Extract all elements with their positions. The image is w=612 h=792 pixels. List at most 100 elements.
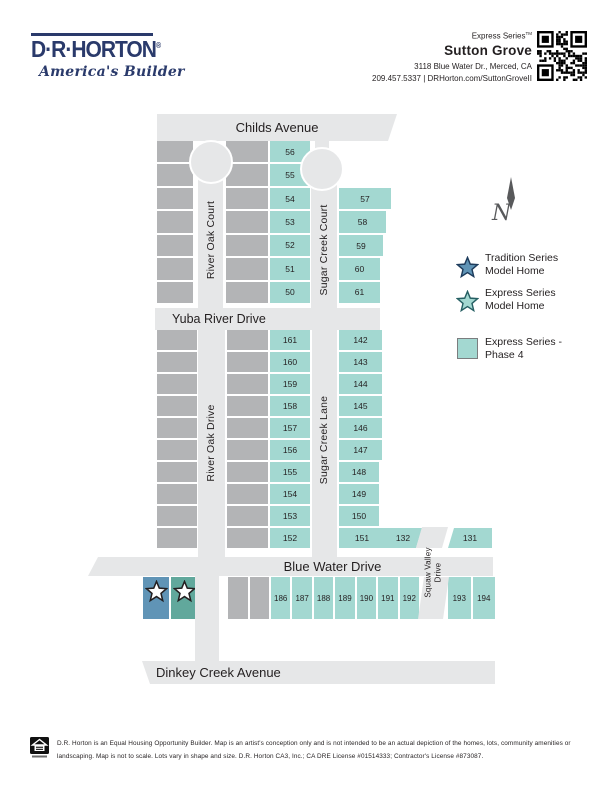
lot-unreleased (157, 164, 193, 186)
lot-unreleased (226, 141, 268, 163)
lot-unreleased (227, 484, 268, 504)
series-label: Express SeriesTM (372, 31, 532, 42)
lot-column-top-mid-gray (226, 141, 268, 303)
drhorton-logo: D·R·HORTON® America's Builder (31, 33, 185, 80)
express-model-star-icon (173, 580, 196, 603)
street-sugar-creek-court (311, 168, 337, 308)
lot-61: 61 (339, 281, 380, 304)
lot-191: 191 (378, 577, 398, 619)
street-band-yuba-river-drive: Yuba River Drive (155, 308, 380, 330)
logo-title-text: D·R·HORTON (31, 37, 157, 63)
lot-unreleased (227, 528, 268, 548)
lot-158: 158 (270, 396, 310, 416)
equal-housing-icon (30, 737, 49, 764)
lot-160: 160 (270, 352, 310, 372)
lot-unreleased (226, 187, 268, 210)
registered-mark: ® (155, 42, 162, 51)
street-label-sugar-creek-court: Sugar Creek Court (318, 204, 330, 296)
website-url: DRHorton.com/SuttonGroveII (427, 73, 532, 83)
lot-146: 146 (339, 418, 382, 438)
street-label-river-oak-court: River Oak Court (205, 200, 217, 280)
lot-132: 132 (384, 528, 422, 548)
legend-express-line2: Model Home (485, 300, 545, 312)
lot-row-bottom-gray (228, 577, 269, 619)
lot-159: 159 (270, 374, 310, 394)
lot-unreleased (157, 506, 197, 526)
lot-131: 131 (448, 528, 492, 548)
lot-156: 156 (270, 440, 310, 460)
lot-unreleased (226, 164, 268, 186)
lot-151: 151 (339, 528, 385, 548)
street-label-dinkey-creek-avenue: Dinkey Creek Avenue (156, 665, 281, 680)
series-text: Express Series (471, 31, 526, 41)
lot-187: 187 (292, 577, 312, 619)
street-label-river-oak-drive: River Oak Drive (205, 404, 217, 482)
street-label-blue-water-drive: Blue Water Drive (283, 559, 382, 574)
logo-tagline: America's Builder (39, 64, 185, 80)
qr-code-icon (537, 31, 587, 81)
culdesac-river-oak-court (189, 140, 233, 184)
lot-60: 60 (339, 258, 380, 280)
lot-145: 145 (339, 396, 382, 416)
lot-unreleased (157, 396, 197, 416)
legend-express-line1: Express Series (485, 287, 556, 299)
street-label-yuba-river-drive: Yuba River Drive (172, 312, 266, 326)
lot-unreleased (227, 418, 268, 438)
lot-unreleased (227, 506, 268, 526)
trademark-mark: TM (525, 31, 533, 36)
lot-52: 52 (270, 234, 310, 257)
lot-144: 144 (339, 374, 382, 394)
lot-unreleased (157, 528, 197, 548)
footer-disclaimer: D.R. Horton is an Equal Housing Opportun… (57, 738, 591, 763)
lot-155: 155 (270, 462, 310, 482)
lot-142: 142 (339, 330, 382, 350)
lot-unreleased (157, 281, 193, 303)
street-band-childs-avenue: Childs Avenue (157, 114, 397, 141)
lot-unreleased (157, 141, 193, 163)
footer-disclaimer-line1: D.R. Horton is an Equal Housing Opportun… (57, 740, 571, 747)
legend-express-label: Express Series Model Home (485, 287, 556, 313)
lot-column-mid-west-gray (157, 330, 197, 548)
lot-unreleased (249, 577, 269, 619)
street-label-sugar-creek-lane: Sugar Creek Lane (318, 395, 330, 485)
lot-unreleased (228, 577, 248, 619)
squaw-valley-line1: Squaw Valley (423, 547, 433, 598)
lot-150: 150 (339, 506, 379, 526)
lot-153: 153 (270, 506, 310, 526)
street-river-oak-court (198, 160, 223, 308)
lot-unreleased (226, 234, 268, 257)
street-river-oak-drive (198, 330, 225, 557)
lot-194: 194 (472, 577, 495, 619)
legend-tradition-label: Tradition Series Model Home (485, 252, 558, 278)
lot-188: 188 (313, 577, 334, 619)
street-sugar-creek-lane (312, 330, 337, 557)
lot-unreleased (157, 352, 197, 372)
lot-unreleased (157, 462, 197, 482)
lot-147: 147 (339, 440, 382, 460)
lot-unreleased (157, 234, 193, 257)
lot-50: 50 (270, 281, 310, 303)
lot-186: 186 (271, 577, 291, 619)
lot-152: 152 (270, 528, 310, 548)
legend-phase4-line2: Phase 4 (485, 349, 524, 361)
lot-unreleased (227, 330, 268, 350)
lot-unreleased (157, 484, 197, 504)
north-arrow-icon (503, 177, 519, 217)
lot-51: 51 (270, 258, 310, 280)
street-band-blue-water-drive: Blue Water Drive (88, 557, 493, 576)
lot-unreleased (226, 211, 268, 233)
lot-192: 192 (399, 577, 419, 619)
contact-separator: | (423, 73, 426, 83)
lot-tradition-model-home (143, 577, 169, 619)
lot-149: 149 (339, 484, 379, 504)
legend-phase4-label: Express Series - Phase 4 (485, 336, 562, 362)
community-contact: 209.457.5337 | DRHorton.com/SuttonGroveI… (372, 74, 532, 84)
lot-189: 189 (335, 577, 355, 619)
lot-161: 161 (270, 330, 310, 350)
lot-53: 53 (270, 211, 310, 233)
community-name: Sutton Grove (444, 42, 532, 58)
legend-tradition-line2: Model Home (485, 265, 545, 277)
